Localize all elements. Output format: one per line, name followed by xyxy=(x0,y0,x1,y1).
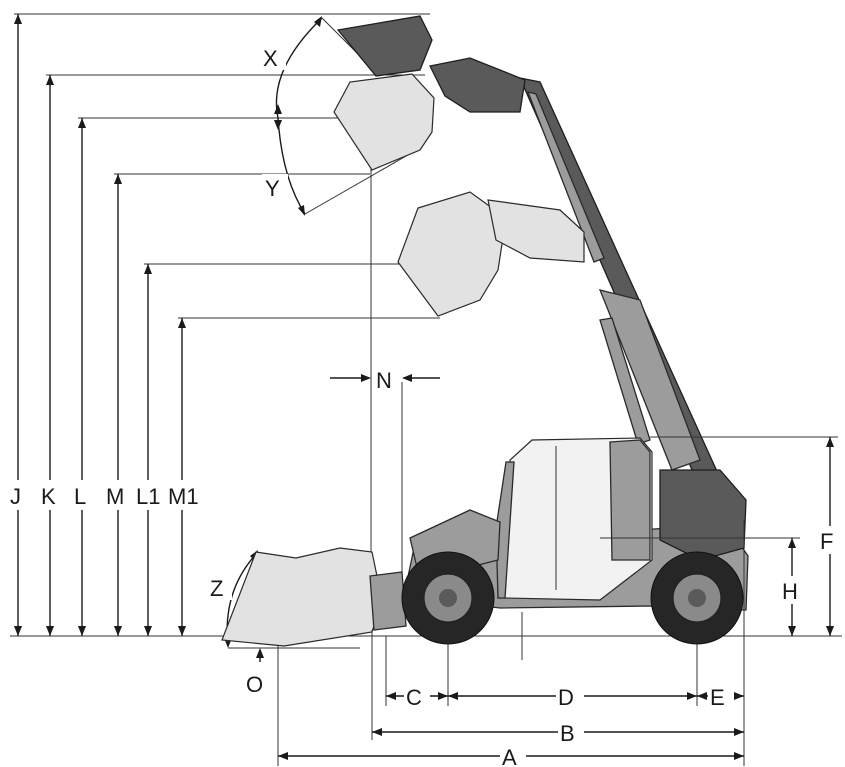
label-K: K xyxy=(41,484,56,509)
label-Z: Z xyxy=(210,576,223,601)
label-C: C xyxy=(406,685,422,710)
height-dimensions xyxy=(14,13,470,636)
bucket-ground xyxy=(221,547,383,647)
label-H: H xyxy=(782,579,798,604)
label-A: A xyxy=(502,745,517,767)
dimension-N: N xyxy=(330,168,440,630)
label-F: F xyxy=(820,529,833,554)
label-B: B xyxy=(560,721,575,746)
height-labels: J K L M L1 M1 xyxy=(6,480,206,510)
label-Y: Y xyxy=(265,176,280,201)
dimension-F-H: F H xyxy=(600,436,842,636)
label-X: X xyxy=(263,46,278,71)
label-N: N xyxy=(376,368,392,393)
bucket-mid xyxy=(397,191,507,317)
label-M1: M1 xyxy=(168,484,199,509)
angle-X-Y: X Y xyxy=(260,16,421,216)
bucket-top xyxy=(336,15,433,77)
label-L1: L1 xyxy=(136,484,160,509)
label-L: L xyxy=(74,484,86,509)
label-M: M xyxy=(106,484,124,509)
length-dimensions: C D E B A xyxy=(277,520,745,767)
label-J: J xyxy=(10,484,21,509)
telehandler-machine xyxy=(221,15,749,647)
label-D: D xyxy=(558,685,574,710)
label-E: E xyxy=(710,685,725,710)
label-O: O xyxy=(246,672,263,697)
